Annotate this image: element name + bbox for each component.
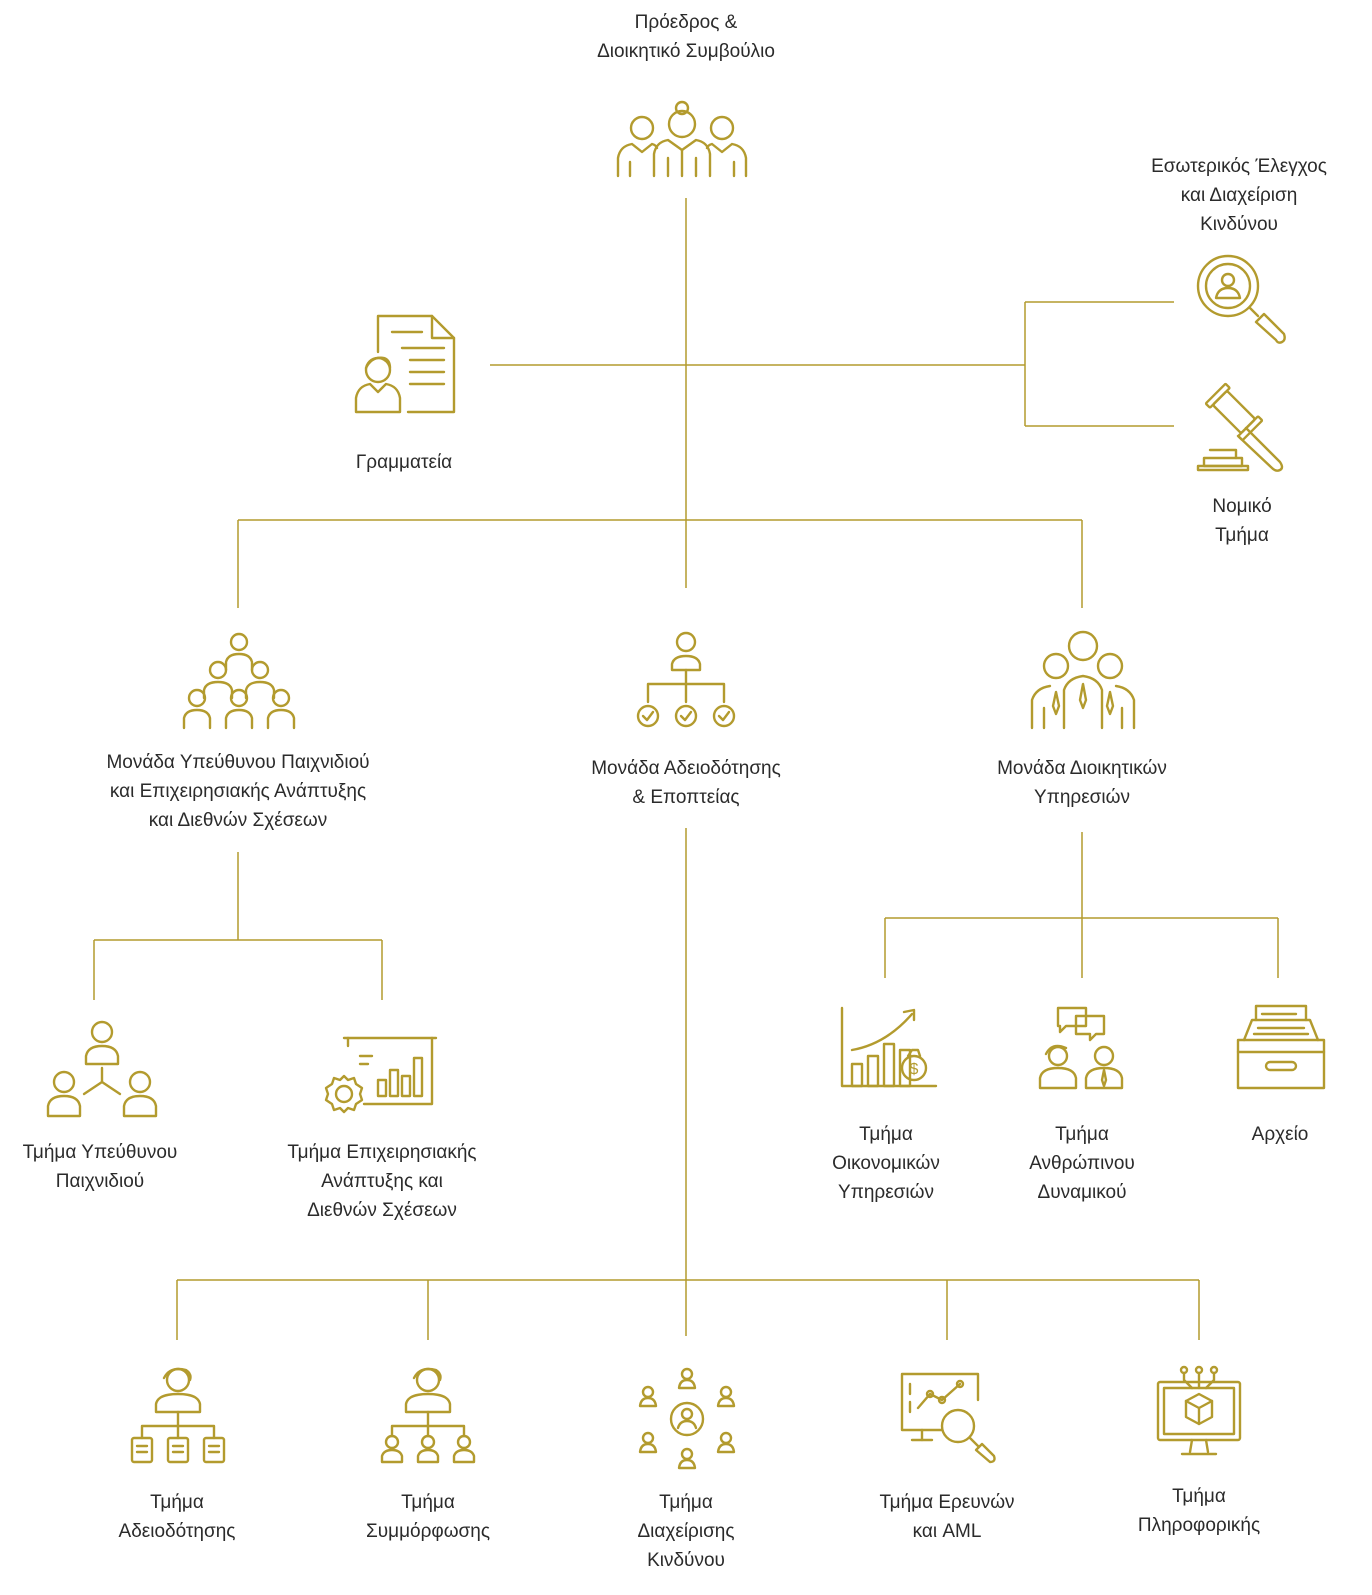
dept-business-development-label: Τμήμα Επιχειρησιακής Ανάπτυξης και Διεθν… bbox=[287, 1142, 477, 1221]
people-chat-icon bbox=[1038, 1006, 1124, 1090]
board-group-icon bbox=[616, 100, 748, 178]
dept-responsible-gaming-label: Τμήμα Υπεύθυνου Παιχνιδιού bbox=[22, 1142, 178, 1192]
unit-administrative-label: Μονάδα Διοικητικών Υπηρεσιών bbox=[997, 758, 1167, 808]
unit-licensing-label: Μονάδα Αδειοδότησης & Εποπτείας bbox=[591, 758, 781, 808]
magnifier-person-icon bbox=[1196, 254, 1286, 344]
dept-risk-management-label: Τμήμα Διαχείρισης Κινδύνου bbox=[637, 1492, 735, 1571]
secretariat-label: Γραμματεία bbox=[355, 452, 453, 473]
dept-compliance-label: Τμήμα Συμμόρφωσης bbox=[365, 1492, 491, 1542]
gavel-icon bbox=[1196, 382, 1284, 472]
svg-text:$: $ bbox=[910, 1061, 919, 1078]
person-hierarchy-icon bbox=[380, 1367, 476, 1464]
internal-audit-label: Εσωτερικός Έλεγχος και Διαχείριση Κινδύν… bbox=[1151, 156, 1327, 235]
growth-chart-icon: $ bbox=[840, 1006, 938, 1088]
board-label: Πρόεδρος & Διοικητικό Συμβούλιο bbox=[597, 12, 775, 62]
unit-responsible-gaming-label: Μονάδα Υπεύθυνου Παιχνιδιού και Επιχειρη… bbox=[106, 752, 370, 831]
dept-archive-label: Αρχείο bbox=[1251, 1124, 1309, 1145]
document-person-icon bbox=[354, 314, 456, 414]
person-documents-icon bbox=[130, 1367, 226, 1464]
dept-licensing-label: Τμήμα Αδειοδότησης bbox=[118, 1492, 236, 1542]
legal-label: Νομικό Τμήμα bbox=[1212, 496, 1272, 546]
dept-hr-label: Τμήμα Ανθρώπινου Δυναμικού bbox=[1029, 1124, 1135, 1203]
dept-investigations-aml-label: Τμήμα Ερευνών και AML bbox=[879, 1492, 1015, 1542]
hierarchy-check-icon bbox=[636, 631, 736, 728]
network-people-icon bbox=[46, 1020, 158, 1118]
dept-it-label: Τμήμα Πληροφορικής bbox=[1137, 1486, 1261, 1536]
file-drawer-icon bbox=[1236, 1004, 1326, 1090]
screen-search-icon bbox=[900, 1372, 996, 1464]
business-team-icon bbox=[1030, 630, 1136, 730]
people-circle-icon bbox=[638, 1367, 736, 1470]
people-pyramid-icon bbox=[182, 632, 296, 730]
monitor-cube-icon bbox=[1156, 1365, 1242, 1456]
presentation-gear-icon bbox=[324, 1036, 438, 1114]
dept-finance-label: Τμήμα Οικονομικών Υπηρεσιών bbox=[832, 1124, 940, 1203]
